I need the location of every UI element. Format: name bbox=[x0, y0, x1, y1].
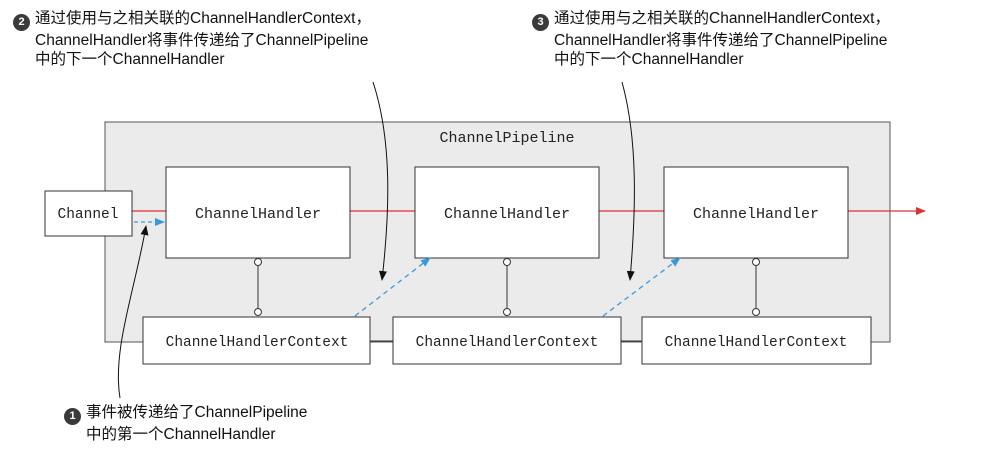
context-box-1 bbox=[142, 316, 371, 365]
connector-1 bbox=[254, 258, 262, 316]
callout-number-badge: 3 bbox=[532, 14, 549, 31]
callout-2-line-3: 中的下一个ChannelHandler bbox=[35, 51, 225, 68]
callout-2: 2 通过使用与之相关联的ChannelHandlerContext， Channe… bbox=[13, 9, 371, 69]
connector-2 bbox=[503, 258, 511, 316]
handler-label-1: ChannelHandler bbox=[195, 206, 321, 223]
connector-3 bbox=[752, 258, 760, 316]
handler-box-1 bbox=[165, 166, 351, 259]
channel-box bbox=[44, 190, 133, 237]
pointer-callout-1 bbox=[117, 225, 149, 399]
context-box-3 bbox=[641, 316, 872, 365]
callout-1-line-2: 中的第一个ChannelHandler bbox=[86, 426, 276, 443]
pointer-callout-3 bbox=[621, 81, 635, 281]
context-box-2 bbox=[392, 316, 622, 365]
callout-number-badge: 1 bbox=[64, 408, 81, 425]
callout-1: 1 事件被传递给了ChannelPipeline 中的第一个ChannelHand… bbox=[64, 403, 307, 444]
channel-label: Channel bbox=[58, 207, 119, 223]
pointer-callout-2 bbox=[372, 81, 389, 281]
context-label-3: ChannelHandlerContext bbox=[665, 335, 848, 351]
callout-1-line-1: 事件被传递给了ChannelPipeline bbox=[86, 404, 308, 421]
handler-label-2: ChannelHandler bbox=[444, 206, 570, 223]
callout-3-line-1: 通过使用与之相关联的ChannelHandlerContext， bbox=[554, 10, 890, 27]
callout-2-line-2: ChannelHandler将事件传递给了ChannelPipeline bbox=[35, 32, 369, 49]
context-label-1: ChannelHandlerContext bbox=[166, 335, 349, 351]
callout-number-badge: 2 bbox=[13, 14, 30, 31]
callout-3: 3 通过使用与之相关联的ChannelHandlerContext， Channe… bbox=[532, 9, 890, 69]
handler-label-3: ChannelHandler bbox=[693, 206, 819, 223]
dashed-arrow-context-1-to-handler-2 bbox=[354, 257, 431, 317]
callout-2-line-1: 通过使用与之相关联的ChannelHandlerContext， bbox=[35, 10, 371, 27]
handler-box-3 bbox=[663, 166, 849, 259]
handler-box-2 bbox=[414, 166, 600, 259]
context-label-2: ChannelHandlerContext bbox=[416, 335, 599, 351]
dashed-arrow-context-2-to-handler-3 bbox=[602, 257, 681, 317]
callout-3-line-2: ChannelHandler将事件传递给了ChannelPipeline bbox=[554, 32, 888, 49]
callout-3-line-3: 中的下一个ChannelHandler bbox=[554, 51, 744, 68]
pipeline-label: ChannelPipeline bbox=[439, 130, 574, 147]
